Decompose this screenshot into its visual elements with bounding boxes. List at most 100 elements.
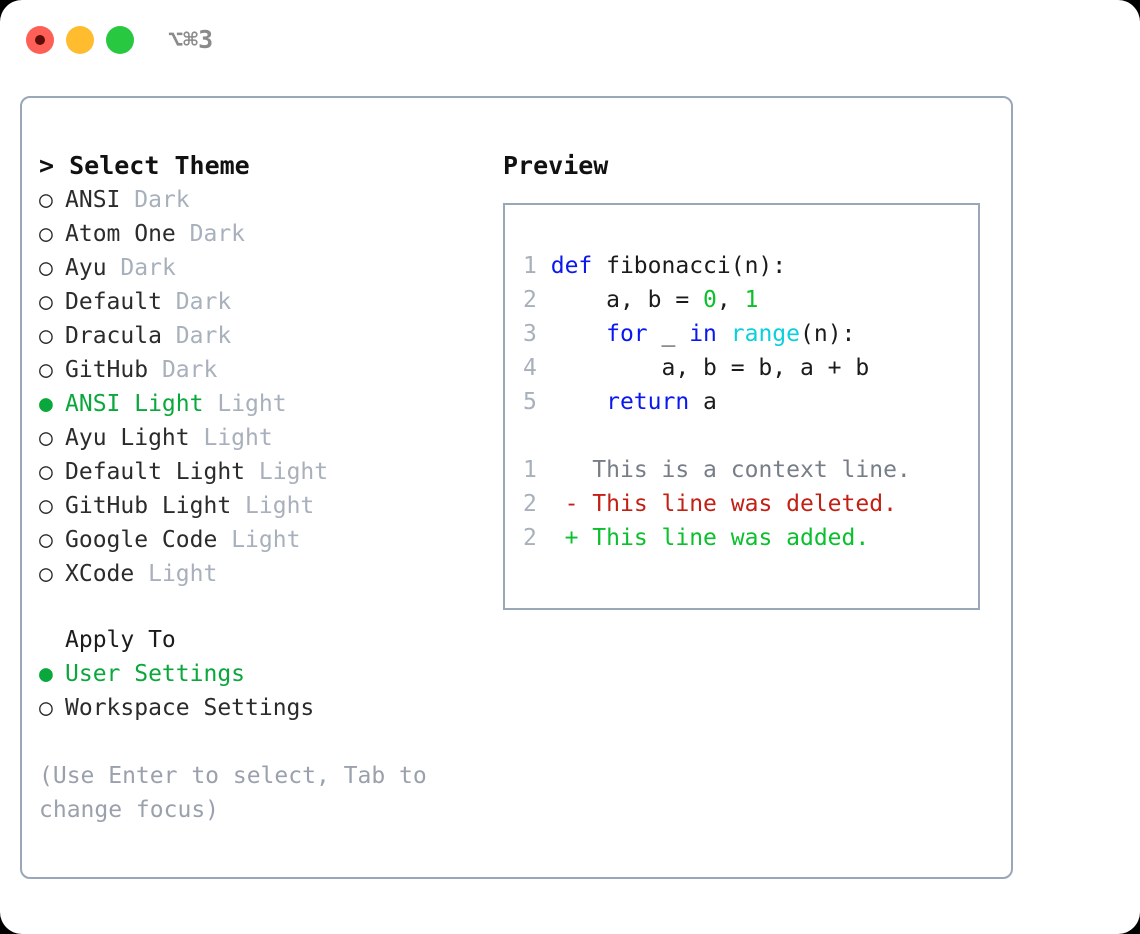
radio-unselected-icon: ○ [39,425,53,451]
theme-option-variant: Dark [189,221,246,247]
theme-option-label: Default [65,289,162,315]
spacer [176,221,190,247]
code-line: 4 a, b = b, a + b [523,351,869,385]
line-number: 1 [523,253,537,279]
code-token-plain: a, b = b, a + b [550,355,870,381]
keyboard-hint-text: (Use Enter to select, Tab to change focu… [39,763,441,823]
theme-option-label: Default Light [65,459,246,485]
diff-text: This line was added. [592,525,870,551]
apply-to-option-label: Workspace Settings [65,695,315,721]
code-line: 2 a, b = 0, 1 [523,283,869,317]
theme-option-github[interactable]: ○ GitHub Dark [39,353,489,387]
code-token-kw: in [689,321,717,347]
spacer [107,255,121,281]
gutter-gap [537,457,565,483]
theme-option-github-light[interactable]: ○GitHub Light Light [39,489,489,523]
theme-option-label: GitHub [65,357,149,383]
theme-option-variant: Dark [134,187,190,213]
title-bar: ⌥⌘3 [0,0,1140,80]
theme-option-variant: Light [217,391,287,417]
theme-option-ayu-light[interactable]: ○ Ayu Light Light [39,421,489,455]
line-number: 4 [523,355,537,381]
spacer [578,457,592,483]
radio-unselected-icon: ○ [39,187,53,213]
code-token-plain: fibonacci(n): [592,253,787,279]
theme-option-label: Ayu Light [65,425,190,451]
radio-unselected-icon: ○ [39,561,53,587]
theme-option-variant: Light [258,459,329,485]
gutter-gap [537,491,565,517]
code-line: 3 for _ in range(n): [523,317,869,351]
close-icon [35,35,45,45]
theme-option-xcode[interactable]: ○ XCode Light [39,557,489,591]
spacer [134,561,148,587]
apply-to-option-user-settings[interactable]: ●User Settings [39,657,489,691]
apply-to-list: ●User Settings ○ Workspace Settings [39,657,489,725]
theme-option-label: ANSI [65,187,121,213]
code-line: 1 def fibonacci(n): [523,249,869,283]
theme-option-label: GitHub Light [65,493,232,519]
radio-unselected-icon: ○ [39,459,53,485]
preview-title: Preview [503,151,609,180]
code-token-plain: _ [647,321,690,347]
spacer [162,289,176,315]
preview-pane: Preview 1 def fibonacci(n):2 a, b = 0, 1… [503,149,993,610]
theme-option-variant: Light [203,425,273,451]
code-token-plain: (n): [800,321,856,347]
line-number: 2 [523,287,537,313]
radio-unselected-icon: ○ [39,221,53,247]
theme-option-atom-one[interactable]: ○Atom One Dark [39,217,489,251]
diff-marker: - [564,491,579,517]
theme-option-label: XCode [65,561,135,587]
theme-option-default[interactable]: ○ Default Dark [39,285,489,319]
gutter-gap [537,321,551,347]
close-button[interactable] [26,26,54,54]
theme-picker-dialog: > Select Theme ○ANSI Dark○Atom One Dark○… [20,96,1013,879]
gutter-gap [537,525,565,551]
theme-option-dracula[interactable]: ○Dracula Dark [39,319,489,353]
theme-option-variant: Light [148,561,218,587]
code-token-plain [717,321,731,347]
theme-list-header: > Select Theme [39,151,250,180]
theme-option-default-light[interactable]: ○ Default Light Light [39,455,489,489]
gutter-gap [537,389,551,415]
theme-option-ansi-light[interactable]: ● ANSI Light Light [39,387,489,421]
theme-option-label: ANSI Light [65,391,204,417]
theme-selection-pane: > Select Theme ○ANSI Dark○Atom One Dark○… [39,149,489,827]
radio-unselected-icon: ○ [39,695,53,721]
minimize-button[interactable] [66,26,94,54]
spacer [148,357,162,383]
theme-option-variant: Dark [161,357,218,383]
radio-selected-icon: ● [39,391,53,417]
spacer [162,323,176,349]
code-token-num: 0 [703,287,717,313]
apply-to-option-workspace-settings[interactable]: ○ Workspace Settings [39,691,489,725]
spacer [231,493,245,519]
theme-option-label: Ayu [65,255,107,281]
theme-list: ○ANSI Dark○Atom One Dark○Ayu Dark○Defaul… [39,183,489,591]
spacer [578,491,592,517]
code-token-plain [551,321,606,347]
gutter-gap [537,253,551,279]
theme-option-variant: Dark [120,255,176,281]
spacer [578,525,592,551]
theme-option-variant: Light [231,527,301,553]
code-token-plain: a, b = [550,287,704,313]
theme-option-variant: Dark [175,289,232,315]
apply-to-option-label: User Settings [65,661,246,687]
apply-to-section: Apply To ●User Settings ○ Workspace Settin… [39,623,489,725]
spacer [217,527,231,553]
theme-option-google-code[interactable]: ○Google Code Light [39,523,489,557]
gutter-gap [537,287,551,313]
radio-unselected-icon: ○ [39,493,53,519]
apply-to-header: Apply To [65,627,176,653]
maximize-button[interactable] [106,26,134,54]
theme-option-ansi[interactable]: ○ ANSI Dark [39,183,489,217]
radio-unselected-icon: ○ [39,289,53,315]
theme-option-ayu[interactable]: ○Ayu Dark [39,251,489,285]
radio-unselected-icon: ○ [39,357,53,383]
diff-marker: + [564,525,579,551]
